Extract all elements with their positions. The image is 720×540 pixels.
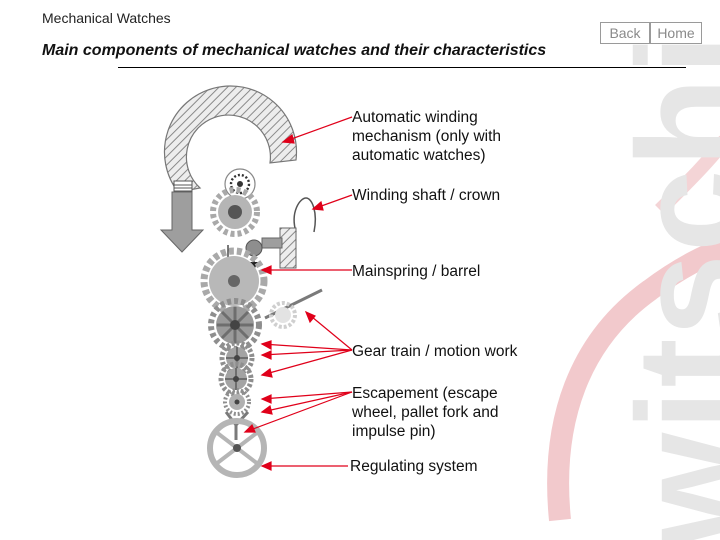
label-winding-shaft: Winding shaft / crown <box>352 187 501 204</box>
gear-icon <box>224 168 256 200</box>
label-escapement: Escapement (escape wheel, pallet fork an… <box>352 385 499 440</box>
gear-icon <box>208 298 262 352</box>
leader-lines <box>243 116 353 471</box>
balance-wheel <box>207 418 267 478</box>
gear-icon <box>269 301 297 329</box>
gear-icon <box>200 247 268 315</box>
watermark: witschi <box>540 40 720 540</box>
section-label: Mechanical Watches <box>42 10 171 26</box>
back-button[interactable]: Back <box>600 22 650 44</box>
pallet-lever <box>264 288 323 320</box>
label-regulating-system: Regulating system <box>350 458 478 475</box>
rotor <box>163 85 298 193</box>
home-button[interactable]: Home <box>650 22 702 44</box>
label-mainspring: Mainspring / barrel <box>352 263 481 280</box>
down-arrow-icon <box>159 180 205 253</box>
label-automatic-winding: Automatic winding mechanism (only with a… <box>352 109 502 164</box>
watermark-swoosh <box>547 135 720 522</box>
title-divider <box>118 67 686 68</box>
gear-icon <box>210 187 260 237</box>
gear-icon <box>218 361 254 397</box>
page-title: Main components of mechanical watches an… <box>42 42 547 59</box>
label-gear-train: Gear train / motion work <box>352 343 518 360</box>
gear-icon <box>223 388 251 440</box>
